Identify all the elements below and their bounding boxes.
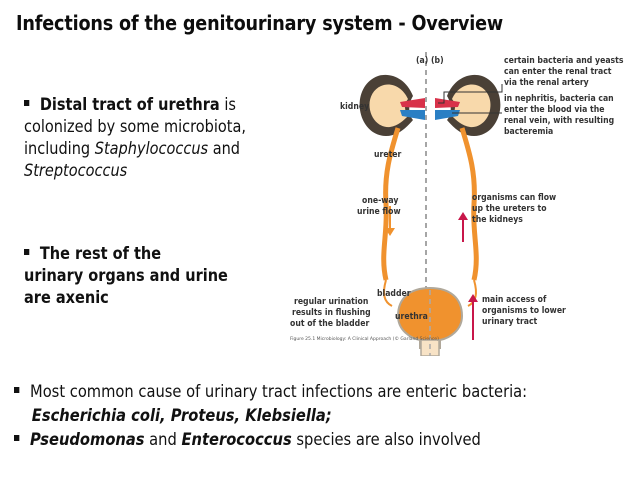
label-regular-2: results in flushing [292,308,371,318]
label-artery-2: can enter the renal tract [504,67,612,77]
text: is [219,95,236,114]
enteric-species: Escherichia coli, Proteus, Klebsiella; [31,406,332,425]
text: urinary organs and urine [24,266,228,285]
label-urethra: urethra [395,312,428,322]
label-neph-1: in nephritis, bacteria can [504,94,614,104]
lower-tract-up-arrow-icon [468,294,478,340]
label-main-3: urinary tract [482,317,538,327]
label-neph-3: renal vein, with resulting [504,116,615,126]
text: including [24,139,95,158]
panel-label-a: (a) [416,56,429,66]
panel-label-b: (b) [431,56,444,66]
ureter-left [381,127,401,281]
ureter-right-end [467,279,477,307]
bullet-square-icon [24,100,30,106]
label-up-3: the kidneys [472,215,523,225]
species-enterococcus: Enterococcus [181,430,292,449]
text: and [208,139,241,158]
bullet-square-icon [24,249,30,255]
label-main-2: organisms to lower [482,306,566,316]
label-regular-1: regular urination [294,297,369,307]
label-ureter: ureter [374,150,402,160]
label-neph-2: enter the blood via the [504,105,605,115]
kidney-right-icon [435,74,501,136]
label-neph-4: bacteremia [504,127,554,137]
urinary-tract-diagram [359,52,503,357]
figure-caption: Figure 25.1 Microbiology: A Clinical App… [290,337,439,342]
label-up-1: organisms can flow [472,193,557,203]
label-main-1: main access of [482,295,547,305]
text: are axenic [24,288,109,307]
ureter-right [459,127,479,281]
ureter-left-end [383,279,393,307]
text: and [144,430,182,449]
label-bladder: bladder [377,289,411,299]
bullet-distal-urethra: Distal tract of urethra is colonized by … [24,94,246,182]
species-staphylococcus: Staphylococcus [94,139,209,158]
text: species are also involved [291,430,481,449]
label-kidney: kidney [340,102,370,112]
bullet-axenic: The rest of the urinary organs and urine… [24,243,228,309]
label-one-way-2: urine flow [357,207,401,217]
leader-artery [438,84,503,104]
bottom-bullets: Most common cause of urinary tract infec… [14,380,527,452]
label-artery-3: via the renal artery [504,78,589,88]
term-distal-urethra: Distal tract of urethra [39,95,220,114]
label-up-2: up the ureters to [472,204,547,214]
slide-title: Infections of the genitourinary system -… [16,11,504,35]
text: The rest of the [39,244,162,263]
text: colonized by some microbiota, [24,117,247,136]
bullet-square-icon [14,387,20,393]
bullet-square-icon [14,435,20,441]
urine-flow-down-arrow-icon [385,206,395,236]
species-pseudomonas: Pseudomonas [30,430,145,449]
kidney-left-icon [359,74,425,136]
label-artery-1: certain bacteria and yeasts [504,56,624,66]
label-regular-3: out of the bladder [290,319,370,329]
label-one-way-1: one-way [362,196,399,206]
text: Most common cause of urinary tract infec… [30,382,528,401]
organisms-up-arrow-icon [458,212,468,242]
urinary-tract-figure: (a) (b) kidney ureter one-way urine flow… [280,44,630,357]
species-streptococcus: Streptococcus [24,161,128,180]
